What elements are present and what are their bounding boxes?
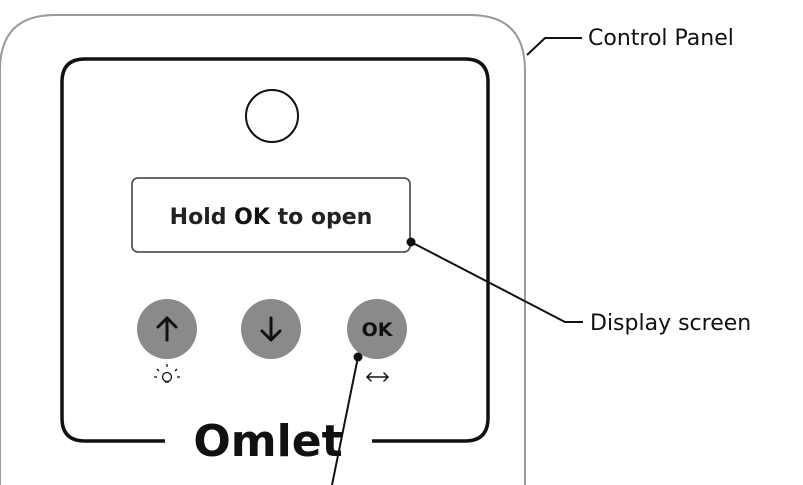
control-panel-callout: Control Panel (588, 26, 734, 51)
light-bulb-icon (154, 364, 180, 383)
sensor-circle (245, 89, 299, 143)
left-right-arrow-icon (366, 372, 389, 382)
display-screen-leader-line (410, 241, 583, 323)
ok-button[interactable]: OK (347, 299, 407, 359)
up-button[interactable] (137, 299, 197, 359)
down-arrow-icon (260, 316, 282, 342)
ok-button-leader-line (331, 356, 359, 485)
display-screen (131, 177, 411, 253)
down-button[interactable] (241, 299, 301, 359)
display-screen-text: Hold OK to open (170, 205, 373, 230)
ok-button-label: OK (362, 319, 394, 341)
display-screen-callout: Display screen (590, 311, 751, 336)
up-arrow-icon (156, 316, 178, 342)
brand-logo: Omlet (193, 416, 342, 467)
control-panel-leader-line (526, 37, 582, 56)
outer-housing (0, 14, 526, 485)
inner-panel-frame (60, 57, 490, 443)
